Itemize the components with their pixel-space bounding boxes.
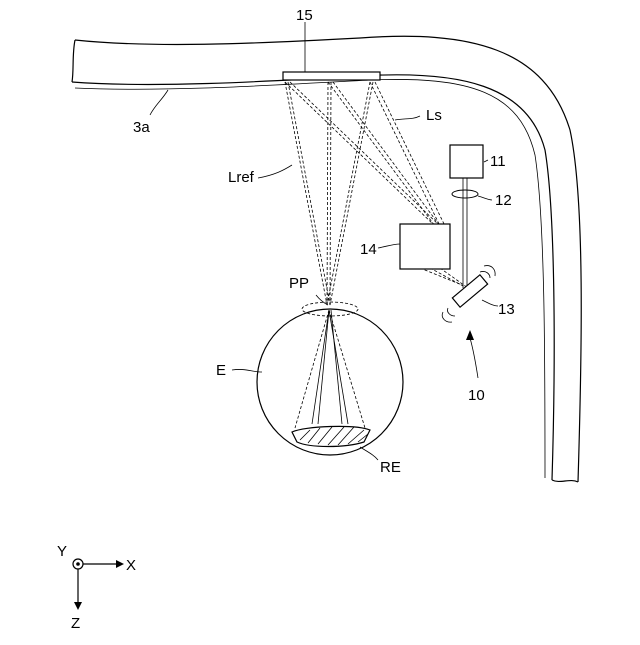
label-re: RE [380,459,401,476]
coordinate-axes: Y X Z [57,543,136,632]
label-3a: 3a [133,119,150,136]
label-12: 12 [495,192,512,209]
axis-label-z: Z [71,615,80,632]
arrow-10 [466,330,478,378]
axis-label-x: X [126,557,136,574]
element-14-box [400,224,450,269]
axis-label-y: Y [57,543,67,560]
label-13: 13 [498,301,515,318]
label-15: 15 [296,7,313,24]
mirror-13 [442,266,495,323]
label-ls: Ls [426,107,442,124]
label-lref: Lref [228,169,255,186]
label-e: E [216,362,226,379]
light-source-11 [450,145,483,178]
reference-beams-lref [285,82,373,305]
eye-e [257,302,403,455]
element-15-plate [283,72,380,80]
lens-12 [452,190,478,198]
label-11: 11 [490,153,506,170]
label-10: 10 [468,387,485,404]
label-14: 14 [360,241,377,258]
windshield-frame [72,36,581,482]
label-pp: PP [289,275,309,292]
